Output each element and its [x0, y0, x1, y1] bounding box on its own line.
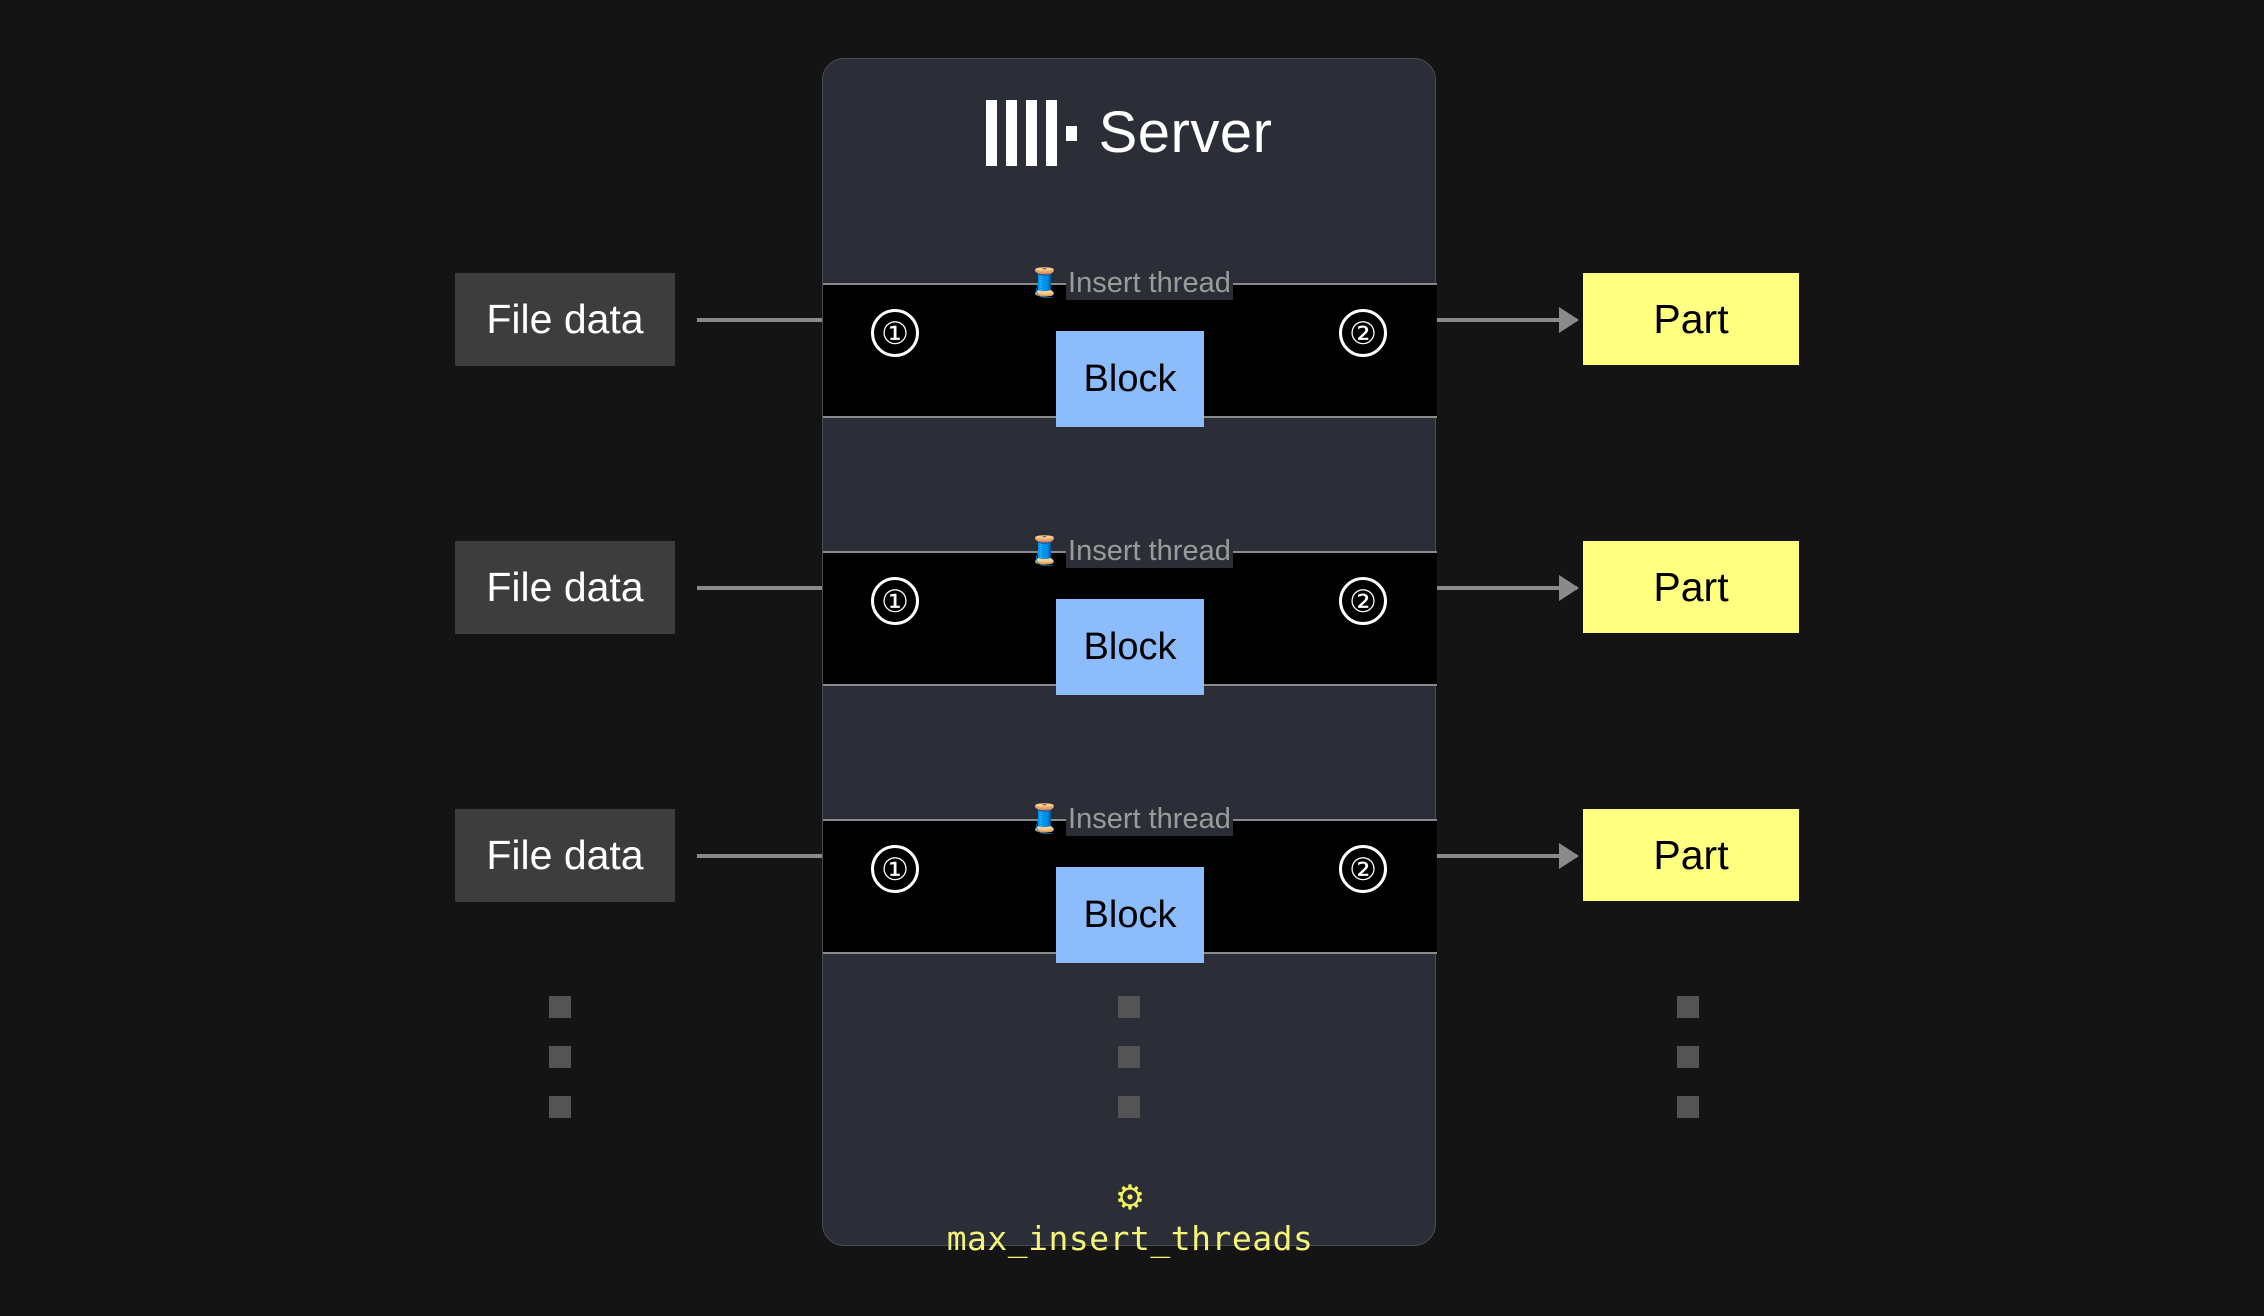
file-data-box: File data	[455, 809, 675, 902]
ellipsis-square	[1118, 996, 1140, 1018]
step-number-out: ②	[1339, 845, 1387, 893]
block-box: Block	[1056, 867, 1204, 963]
ellipsis-dots-right	[1677, 996, 1699, 1118]
part-label: Part	[1653, 295, 1729, 342]
part-label: Part	[1653, 563, 1729, 610]
block-label: Block	[1083, 893, 1177, 936]
file-data-box: File data	[455, 541, 675, 634]
page-title: Server	[1098, 100, 1273, 165]
file-data-box: File data	[455, 273, 675, 366]
ellipsis-square	[549, 1096, 571, 1118]
part-box: Part	[1583, 273, 1799, 365]
file-data-label: File data	[486, 832, 644, 878]
ellipsis-square	[1677, 1096, 1699, 1118]
part-box: Part	[1583, 809, 1799, 901]
file-data-label: File data	[486, 296, 644, 342]
ellipsis-dots-center	[1118, 996, 1140, 1118]
ellipsis-square	[1118, 1046, 1140, 1068]
gear-icon: ⚙	[1114, 1179, 1146, 1217]
block-box: Block	[1056, 599, 1204, 695]
ellipsis-square	[549, 996, 571, 1018]
setting-group: ⚙ max_insert_threads	[823, 1181, 1437, 1258]
ellipsis-square	[1677, 1046, 1699, 1068]
file-data-label: File data	[486, 564, 644, 610]
step-number-out: ②	[1339, 309, 1387, 357]
clickhouse-logo-icon	[985, 99, 1077, 166]
ellipsis-square	[1677, 996, 1699, 1018]
part-box: Part	[1583, 541, 1799, 633]
ellipsis-square	[1118, 1096, 1140, 1118]
step-number-in: ①	[871, 309, 919, 357]
block-label: Block	[1083, 357, 1177, 400]
ellipsis-dots-left	[549, 996, 571, 1118]
step-number-in: ①	[871, 845, 919, 893]
server-title: Server	[823, 99, 1435, 166]
ellipsis-square	[549, 1046, 571, 1068]
step-number-out: ②	[1339, 577, 1387, 625]
block-box: Block	[1056, 331, 1204, 427]
setting-name-label: max_insert_threads	[946, 1219, 1314, 1258]
part-label: Part	[1653, 831, 1729, 878]
block-label: Block	[1083, 625, 1177, 668]
step-number-in: ①	[871, 577, 919, 625]
